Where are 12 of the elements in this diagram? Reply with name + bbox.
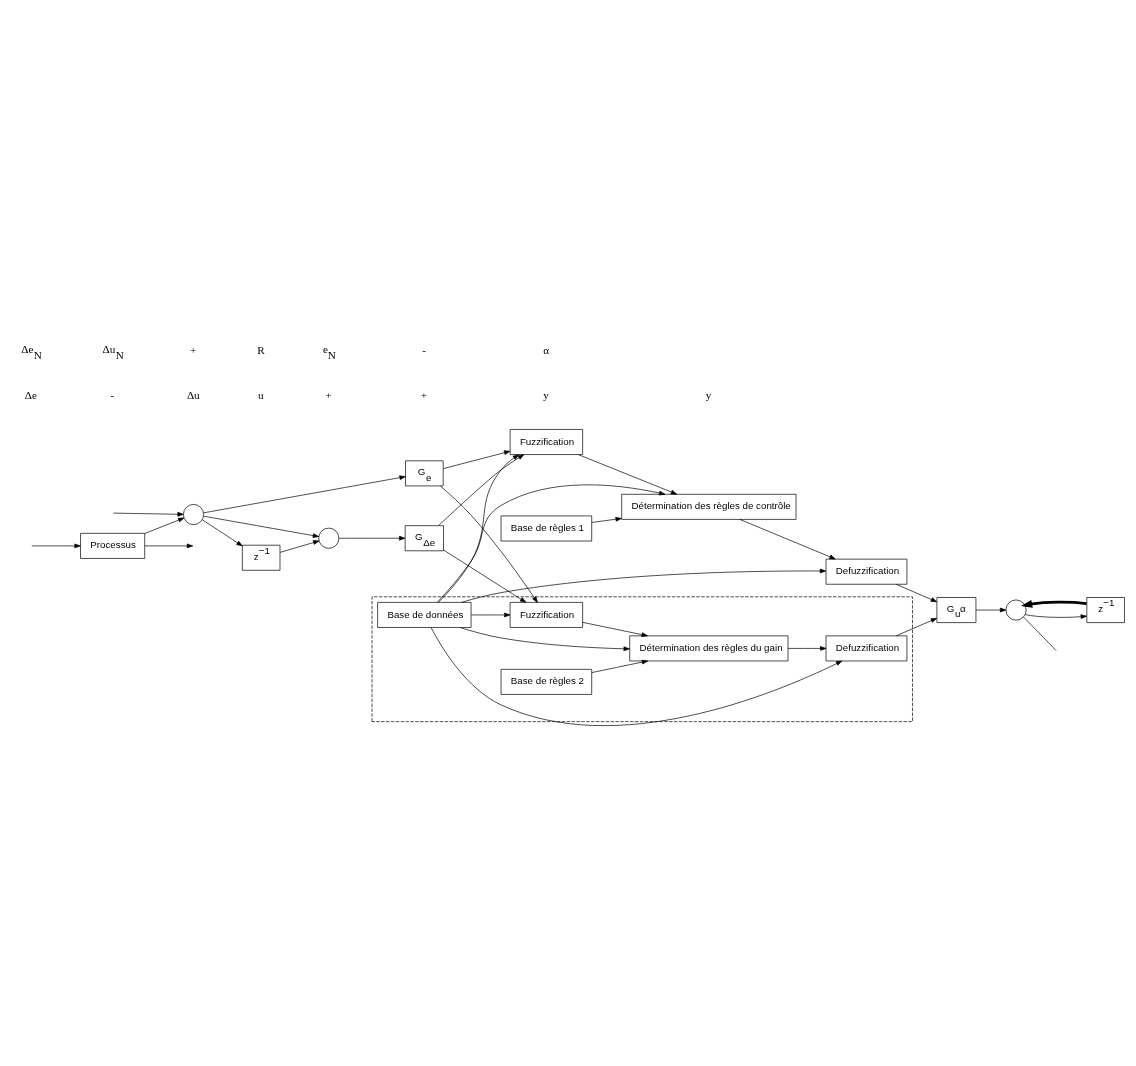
label: y: [543, 389, 549, 402]
label: u: [258, 389, 264, 402]
label: +: [325, 389, 332, 402]
label: y: [705, 389, 712, 402]
label: -: [110, 389, 115, 402]
label: α: [543, 343, 550, 356]
label: +: [190, 343, 197, 356]
label: +: [420, 389, 428, 402]
label: Δu: [186, 389, 200, 402]
label: Δe: [24, 389, 37, 402]
label: R: [257, 343, 265, 356]
label: -: [422, 343, 426, 356]
